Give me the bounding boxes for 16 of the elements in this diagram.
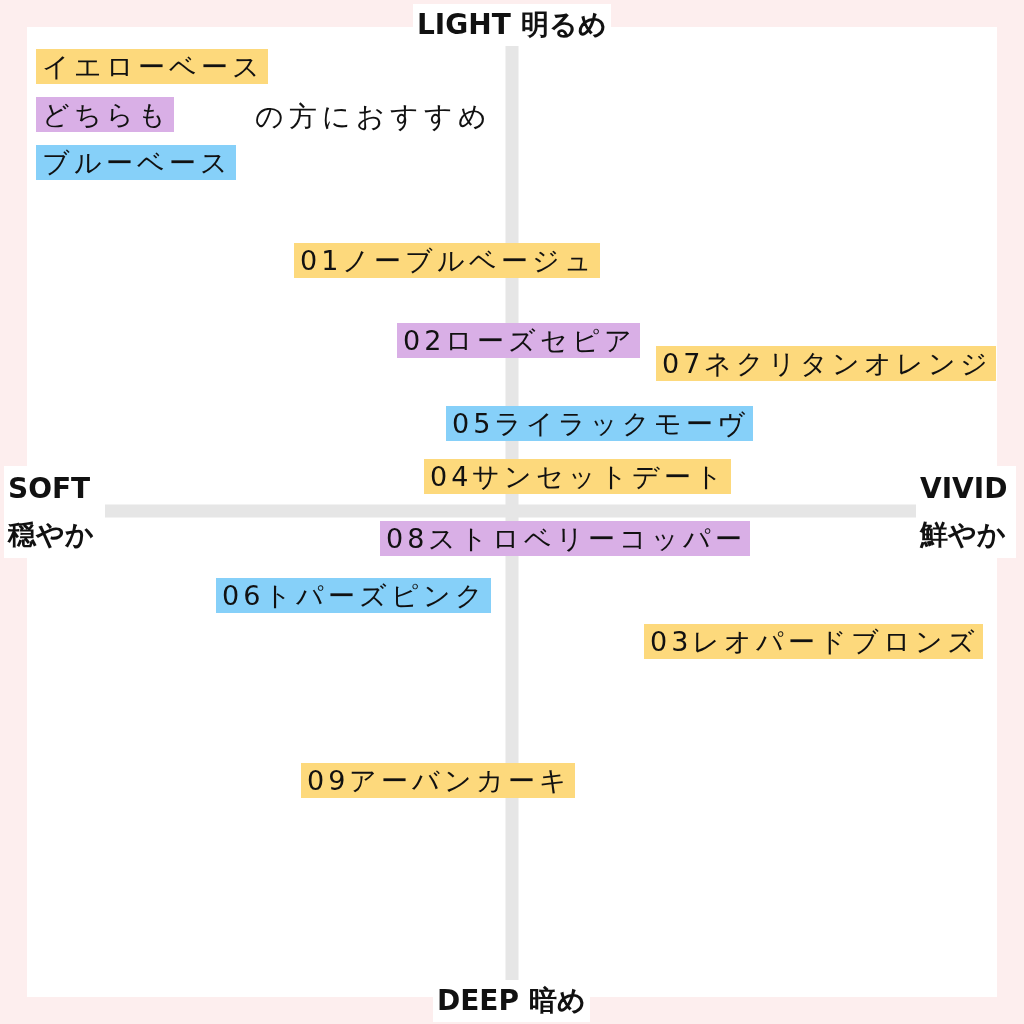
note-text: の方におすすめ: [255, 99, 492, 134]
shade-label: 01ノーブルベージュ: [294, 243, 601, 278]
legend-label: イエローベース: [36, 49, 268, 84]
shade-label: 08ストロベリーコッパー: [380, 521, 751, 556]
axis-label: DEEP 暗め: [433, 980, 590, 1022]
axis-label: VIVID 鮮やか: [916, 466, 1016, 558]
shade-label: 03レオパードブロンズ: [644, 624, 984, 659]
shade-label: 06トパーズピンク: [216, 578, 492, 613]
legend-label: どちらも: [36, 97, 174, 132]
shade-label: 05ライラックモーヴ: [446, 406, 754, 441]
legend-label: ブルーベース: [36, 145, 236, 180]
shade-label: 07ネクリタンオレンジ: [656, 346, 997, 381]
shade-label: 02ローズセピア: [397, 323, 641, 358]
shade-label: 09アーバンカーキ: [301, 763, 576, 798]
shade-label: 04サンセットデート: [424, 459, 732, 494]
axis-label: LIGHT 明るめ: [413, 4, 611, 46]
